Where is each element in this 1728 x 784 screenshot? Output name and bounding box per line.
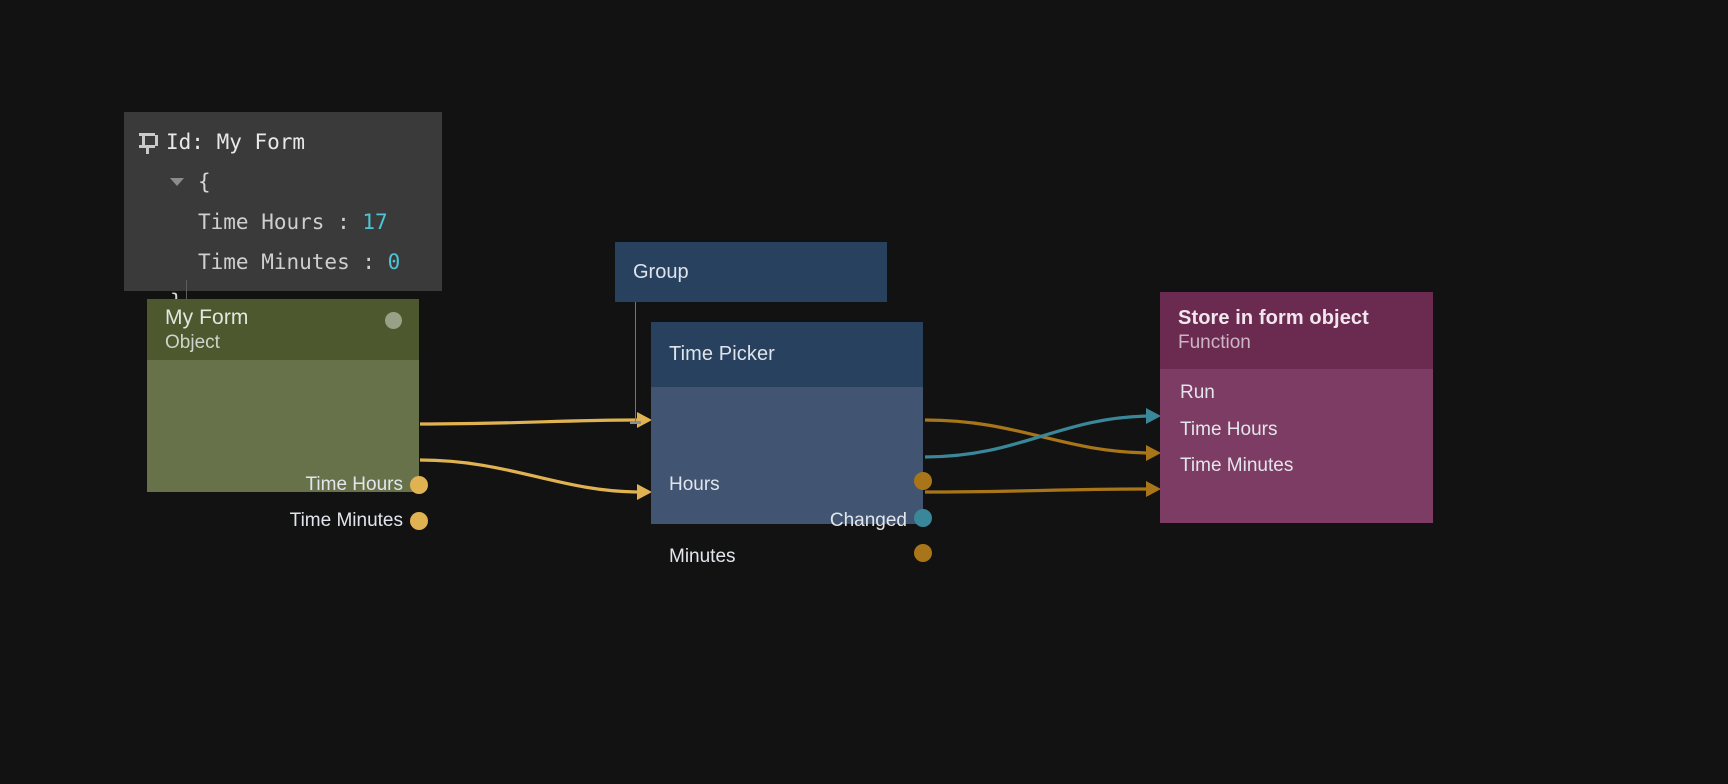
inspector-entry-key: Time Hours : — [198, 210, 363, 234]
arrowhead-store-timehours — [1146, 445, 1161, 461]
input-port-store-time-hours[interactable]: Time Hours — [1180, 417, 1277, 443]
node-my-form-subtitle: Object — [165, 331, 220, 353]
input-port-hours[interactable]: Hours — [669, 472, 720, 498]
output-port-minutes-dot[interactable] — [914, 544, 932, 562]
node-time-picker-header[interactable]: Time Picker — [651, 322, 923, 387]
inspector-entry-value: 0 — [387, 250, 401, 274]
inspector-title: Id: My Form — [166, 130, 306, 154]
wire-myform-minutes-to-timepicker-minutes — [419, 458, 641, 494]
caret-down-icon[interactable] — [170, 178, 184, 186]
input-port-store-time-minutes[interactable]: Time Minutes — [1180, 453, 1293, 479]
wire-myform-hours-to-timepicker-hours — [419, 418, 641, 426]
node-my-form-title: My Form — [165, 305, 249, 329]
node-time-picker[interactable]: Time Picker Hours Minutes Changed — [651, 322, 932, 567]
inspector-entry-row: Time Minutes : 0 — [124, 242, 442, 282]
inspector-open-brace-row[interactable]: { — [124, 162, 442, 202]
node-group-title: Group — [633, 261, 689, 283]
inspector-panel[interactable]: Id: My Form { Time Hours : 17 Time Minut… — [124, 112, 442, 392]
input-port-store-time-minutes-label: Time Minutes — [1180, 455, 1294, 476]
node-store-header[interactable]: Store in form object Function — [1160, 292, 1433, 369]
node-my-form[interactable]: My Form Object Time Hours Time Minutes — [147, 299, 428, 531]
node-store-body: Run Time Hours Time Minutes — [1160, 369, 1433, 523]
input-port-hours-label: Hours — [669, 474, 720, 495]
inspector-entry-key: Time Minutes : — [198, 250, 388, 274]
node-time-picker-body: Hours Minutes Changed — [651, 387, 932, 567]
idle-status-dot[interactable] — [385, 312, 402, 329]
input-port-run[interactable]: Run — [1180, 380, 1215, 406]
inspector-open-brace: { — [198, 170, 211, 194]
input-port-minutes[interactable]: Minutes — [669, 544, 736, 570]
output-port-time-hours[interactable]: Time Hours — [306, 472, 403, 498]
arrowhead-timepicker-hours — [637, 412, 652, 428]
group-connector-line — [635, 302, 636, 422]
node-store-title: Store in form object — [1178, 307, 1369, 329]
output-port-changed-dot[interactable] — [914, 509, 932, 527]
output-port-hours-dot[interactable] — [914, 472, 932, 490]
input-port-minutes-label: Minutes — [669, 546, 736, 567]
node-my-form-header[interactable]: My Form Object — [147, 299, 419, 360]
arrowhead-store-timeminutes — [1146, 481, 1161, 497]
node-store-in-form-object[interactable]: Store in form object Function Run Time H… — [1160, 292, 1433, 523]
wire-timepicker-minutes-to-store-timeminutes — [924, 487, 1151, 494]
output-port-time-minutes[interactable]: Time Minutes — [290, 508, 403, 534]
inspector-entry-value: 17 — [362, 210, 388, 234]
arrowhead-store-run — [1146, 408, 1161, 424]
output-port-time-minutes-dot[interactable] — [410, 512, 428, 530]
output-port-changed-label: Changed — [829, 510, 907, 531]
input-port-store-time-hours-label: Time Hours — [1180, 419, 1278, 440]
wire-timepicker-hours-to-store-timehours — [924, 418, 1151, 455]
pin-icon[interactable] — [136, 131, 158, 154]
output-port-changed[interactable]: Changed — [830, 508, 907, 534]
node-group[interactable]: Group — [615, 242, 887, 302]
output-port-time-hours-dot[interactable] — [410, 476, 428, 494]
inspector-entry-row: Time Hours : 17 — [124, 202, 442, 242]
node-store-subtitle: Function — [1178, 332, 1251, 353]
arrowhead-timepicker-minutes — [637, 484, 652, 500]
output-port-time-minutes-label: Time Minutes — [289, 510, 403, 531]
wire-timepicker-changed-to-store-run — [924, 414, 1151, 459]
inspector-title-row: Id: My Form — [124, 122, 442, 162]
node-my-form-body: Time Hours Time Minutes — [147, 360, 428, 531]
node-time-picker-title: Time Picker — [669, 343, 775, 365]
input-port-run-label: Run — [1180, 382, 1215, 403]
output-port-time-hours-label: Time Hours — [305, 474, 403, 495]
